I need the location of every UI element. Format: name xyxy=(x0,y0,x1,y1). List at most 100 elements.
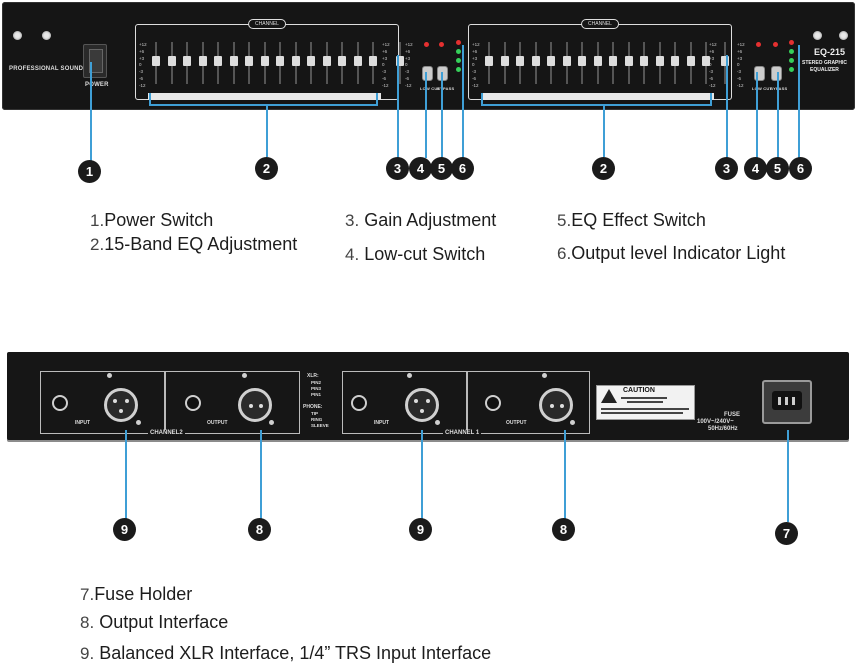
eq-band-knob[interactable] xyxy=(547,56,555,66)
eq-band-knob[interactable] xyxy=(702,56,710,66)
eq-band-slider[interactable] xyxy=(322,42,331,84)
eq-band-knob[interactable] xyxy=(578,56,586,66)
level-led xyxy=(456,58,461,63)
phone-part-label: RING xyxy=(311,417,323,422)
gain-slider[interactable] xyxy=(396,42,404,84)
trs-input-jack[interactable] xyxy=(52,395,68,411)
eq-band-knob[interactable] xyxy=(291,56,300,66)
label-number: 2. xyxy=(90,235,105,254)
eq-band-knob[interactable] xyxy=(276,56,284,66)
output-label: OUTPUT xyxy=(207,420,228,426)
eq-band-knob[interactable] xyxy=(516,56,524,66)
level-led xyxy=(456,40,461,45)
eq-band-slider[interactable] xyxy=(547,42,555,84)
eq-band-slider[interactable] xyxy=(307,42,315,84)
power-switch[interactable] xyxy=(83,44,107,78)
callout-marker: 5 xyxy=(430,157,453,180)
eq-band-knob[interactable] xyxy=(322,56,331,66)
eq-band-slider[interactable] xyxy=(198,42,207,84)
callout-marker: 9 xyxy=(113,518,136,541)
eq-band-knob[interactable] xyxy=(353,56,362,66)
eq-band-slider[interactable] xyxy=(214,42,222,84)
lowcut-button[interactable] xyxy=(422,66,433,81)
eq-band-slider[interactable] xyxy=(260,42,269,84)
callout-line xyxy=(441,72,443,158)
eq-band-knob[interactable] xyxy=(671,56,679,66)
eq-band-slider[interactable] xyxy=(485,42,493,84)
eq-band-slider[interactable] xyxy=(655,42,664,84)
eq-band-knob[interactable] xyxy=(609,56,617,66)
xlr-input-connector[interactable] xyxy=(104,388,138,422)
eq-band-knob[interactable] xyxy=(183,56,191,66)
eq-band-knob[interactable] xyxy=(214,56,222,66)
label-lowcut-switch: 4. Low-cut Switch xyxy=(345,244,485,265)
eq-band-knob[interactable] xyxy=(198,56,207,66)
gain-slider[interactable] xyxy=(721,42,729,84)
eq-band-knob[interactable] xyxy=(593,56,602,66)
eq-band-slider[interactable] xyxy=(531,42,540,84)
eq-band-slider[interactable] xyxy=(671,42,679,84)
gain-knob[interactable] xyxy=(721,56,729,66)
power-inlet-socket xyxy=(772,391,802,410)
eq-band-slider[interactable] xyxy=(229,42,238,84)
eq-band-slider[interactable] xyxy=(640,42,648,84)
eq-band-slider[interactable] xyxy=(183,42,191,84)
eq-band-slider[interactable] xyxy=(500,42,509,84)
screw xyxy=(107,373,112,378)
eq-band-slider[interactable] xyxy=(291,42,300,84)
eq-band-slider[interactable] xyxy=(702,42,710,84)
eq-band-knob[interactable] xyxy=(152,56,160,66)
eq-band-slider[interactable] xyxy=(245,42,253,84)
model-subtitle: EQUALIZER xyxy=(810,67,839,73)
eq-band-knob[interactable] xyxy=(531,56,540,66)
gain-knob[interactable] xyxy=(396,56,404,66)
eq-band-slider[interactable] xyxy=(338,42,346,84)
eq-band-knob[interactable] xyxy=(167,56,176,66)
eq-band-slider[interactable] xyxy=(624,42,633,84)
xlr-output-connector[interactable] xyxy=(238,388,272,422)
eq-band-knob[interactable] xyxy=(229,56,238,66)
xlr-output-connector[interactable] xyxy=(539,388,573,422)
screw xyxy=(542,373,547,378)
xlr-pin-label: PIN3 xyxy=(311,386,322,391)
lowcut-button[interactable] xyxy=(754,66,765,81)
eq-band-knob[interactable] xyxy=(500,56,509,66)
eq-band-knob[interactable] xyxy=(562,56,571,66)
eq-band-slider[interactable] xyxy=(369,42,377,84)
trs-input-jack[interactable] xyxy=(351,395,367,411)
eq-band-slider[interactable] xyxy=(686,42,695,84)
eq-band-slider[interactable] xyxy=(353,42,362,84)
eq-band-slider[interactable] xyxy=(167,42,176,84)
trs-output-jack[interactable] xyxy=(485,395,501,411)
eq-band-knob[interactable] xyxy=(624,56,633,66)
power-pin xyxy=(778,397,781,405)
eq-band-slider[interactable] xyxy=(593,42,602,84)
eq-band-slider[interactable] xyxy=(578,42,586,84)
callout-line xyxy=(787,430,789,522)
eq-band-knob[interactable] xyxy=(655,56,664,66)
eq-band-knob[interactable] xyxy=(640,56,648,66)
eq-band-knob[interactable] xyxy=(307,56,315,66)
xlr-pin xyxy=(259,404,263,408)
power-inlet-fuse-holder[interactable] xyxy=(762,380,812,424)
eq-band-knob[interactable] xyxy=(338,56,346,66)
bypass-button[interactable] xyxy=(771,66,782,81)
eq-band-knob[interactable] xyxy=(686,56,695,66)
eq-band-knob[interactable] xyxy=(369,56,377,66)
xlr-input-connector[interactable] xyxy=(405,388,439,422)
eq-band-slider[interactable] xyxy=(152,42,160,84)
eq-band-slider[interactable] xyxy=(609,42,617,84)
eq-band-slider[interactable] xyxy=(276,42,284,84)
lowcut-text: LOW CUT xyxy=(420,86,441,91)
screw xyxy=(570,420,575,425)
callout-line xyxy=(149,93,151,105)
power-rocker[interactable] xyxy=(89,49,103,73)
eq-band-slider[interactable] xyxy=(516,42,524,84)
eq-band-knob[interactable] xyxy=(485,56,493,66)
eq-band-slider[interactable] xyxy=(562,42,571,84)
power-pin xyxy=(792,397,795,405)
eq-band-knob[interactable] xyxy=(260,56,269,66)
input-label: INPUT xyxy=(374,420,389,426)
trs-output-jack[interactable] xyxy=(185,395,201,411)
eq-band-knob[interactable] xyxy=(245,56,253,66)
